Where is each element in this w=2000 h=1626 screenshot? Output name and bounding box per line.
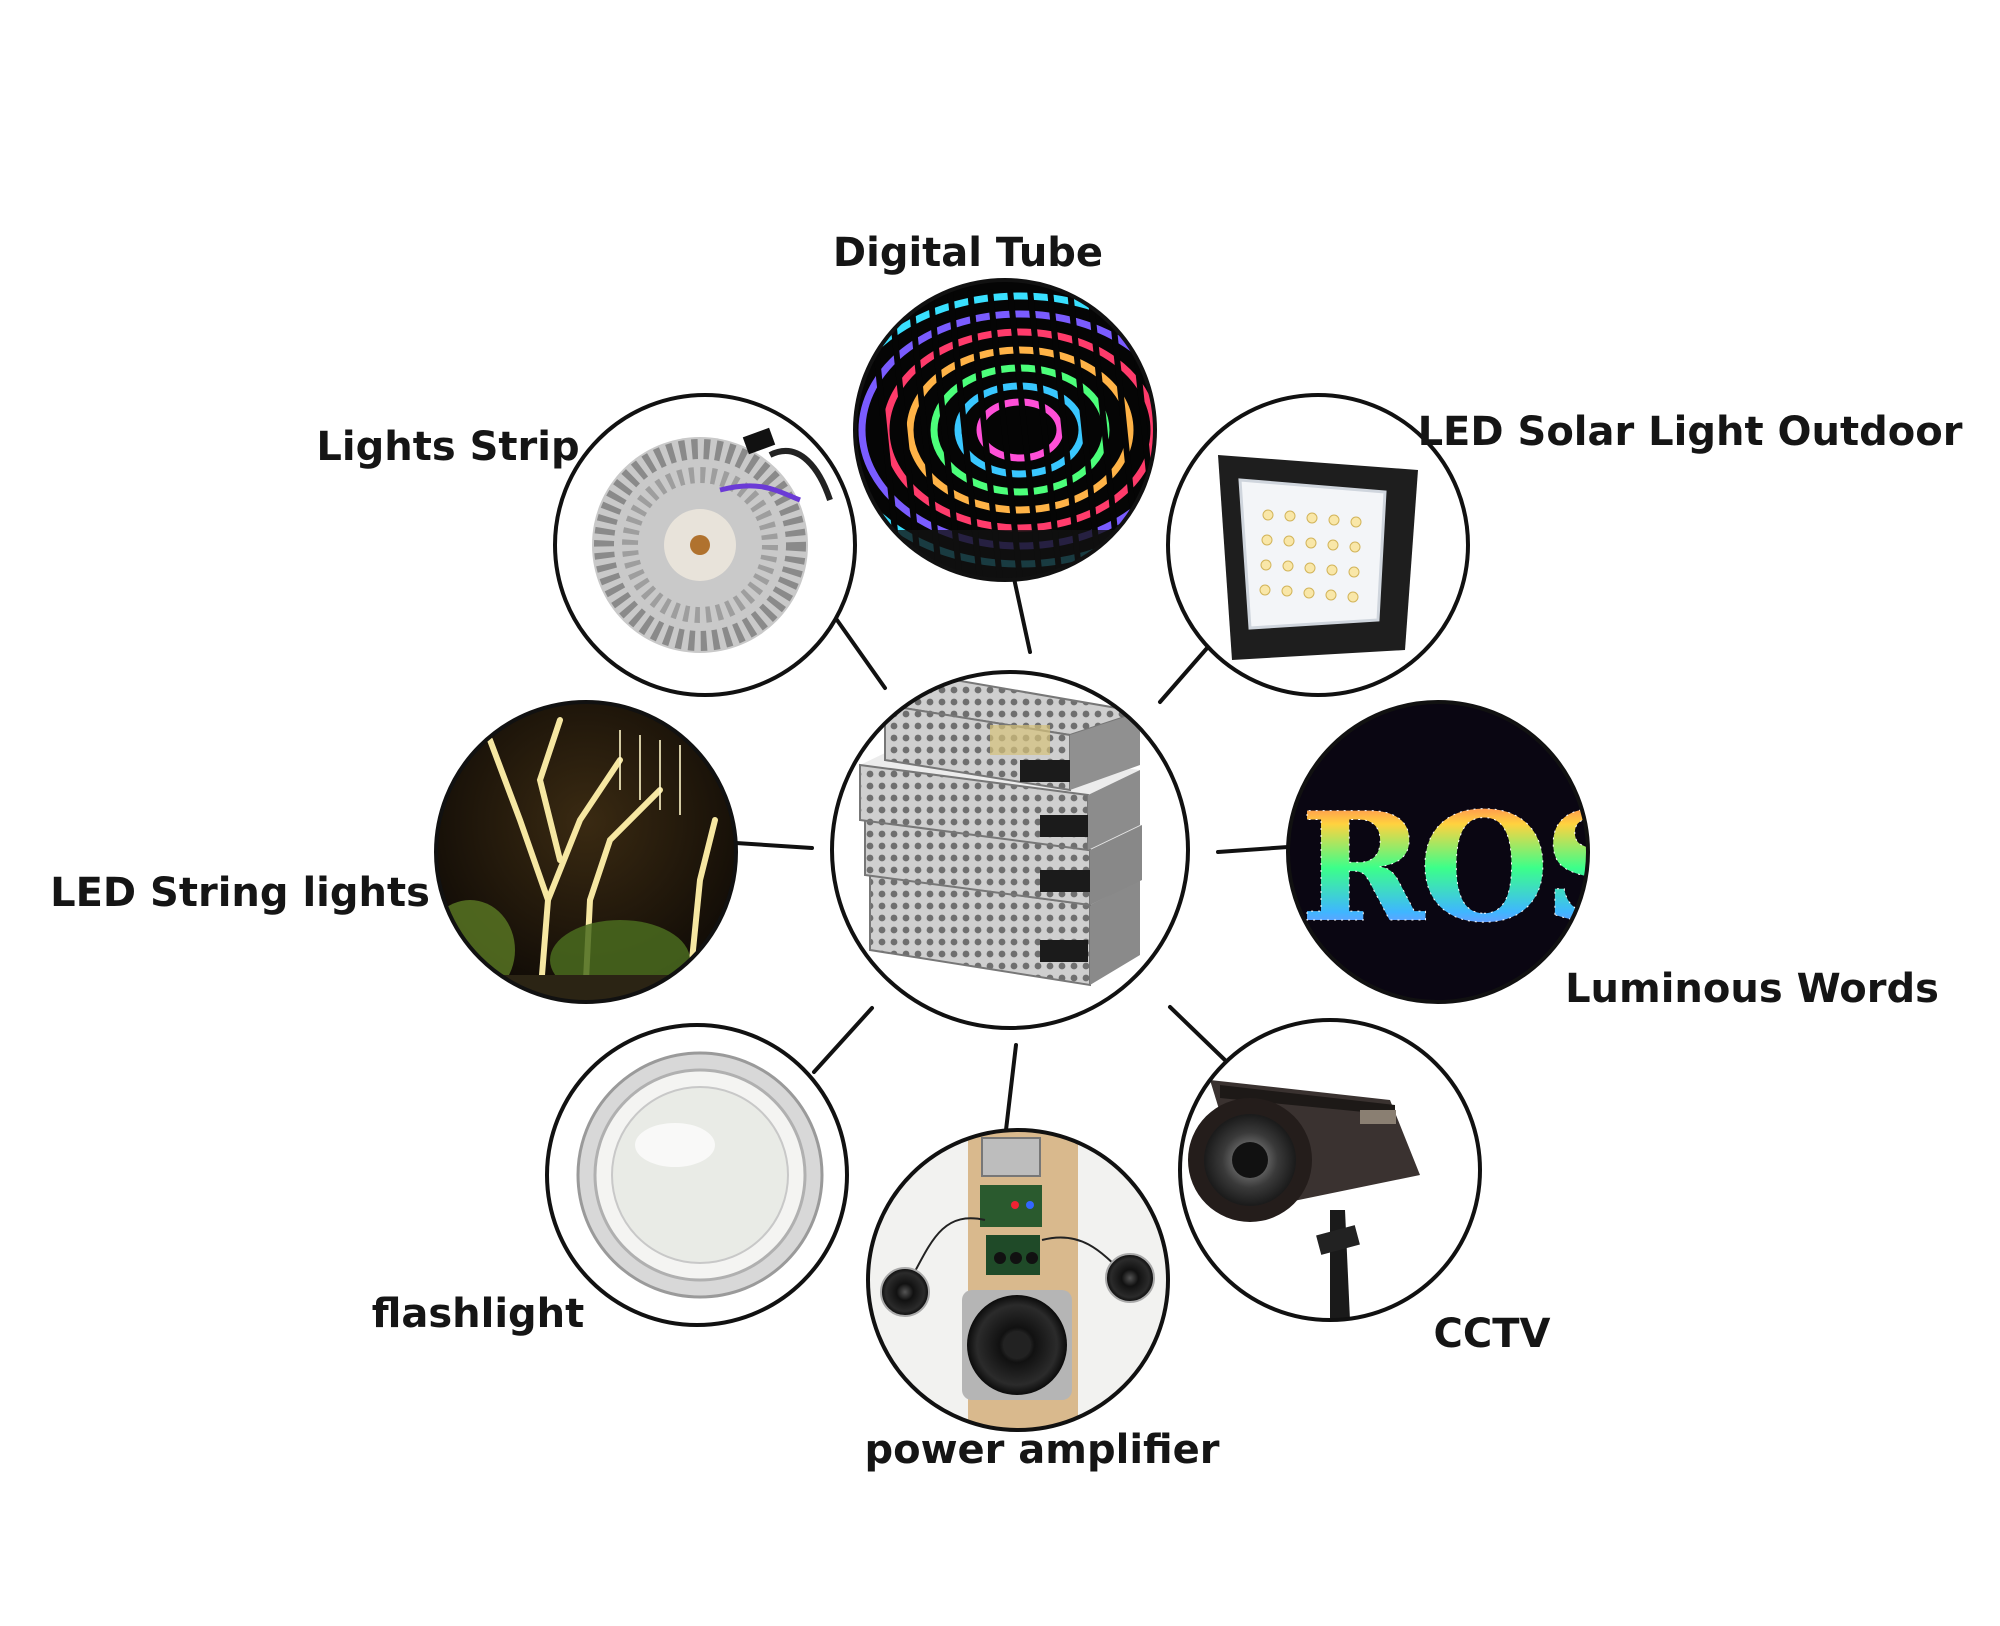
- label-luminous-words: Luminous Words: [1565, 966, 1939, 1012]
- connector-flashlight: [812, 1006, 874, 1074]
- label-lights-strip: Lights Strip: [316, 424, 579, 470]
- node-cctv: CCTV: [1178, 1018, 1551, 1357]
- connector-lights-strip: [835, 618, 887, 690]
- connector-power-amplifier: [1004, 1043, 1018, 1132]
- connector-led-string: [734, 841, 814, 850]
- label-power-amplifier: power amplifier: [864, 1427, 1219, 1473]
- node-led-solar-light: LED Solar Light Outdoor: [1166, 393, 1963, 697]
- luminous-letters: ROSEG: [1300, 780, 1876, 956]
- node-power-amplifier: power amplifier: [864, 1128, 1220, 1473]
- label-led-solar-light: LED Solar Light Outdoor: [1418, 409, 1963, 455]
- label-digital-tube: Digital Tube: [833, 230, 1103, 276]
- power-amplifier-image: [868, 1130, 1168, 1430]
- digital-tube-image: [855, 280, 1155, 580]
- node-led-string-lights: LED String lights: [50, 700, 738, 1004]
- label-flashlight: flashlight: [372, 1291, 585, 1337]
- power-supply-stack: [859, 678, 1142, 987]
- flashlight-image: [547, 1025, 847, 1325]
- label-cctv: CCTV: [1434, 1311, 1551, 1357]
- connector-luminous-words: [1216, 845, 1290, 854]
- cctv-image: [1180, 1020, 1480, 1320]
- label-led-string-lights: LED String lights: [50, 870, 430, 916]
- node-flashlight: flashlight: [372, 1023, 849, 1337]
- node-lights-strip: Lights Strip: [316, 393, 857, 697]
- led-solar-light-image: [1168, 395, 1468, 695]
- connector-lines: [734, 558, 1290, 1132]
- connector-cctv: [1168, 1005, 1230, 1065]
- connector-led-solar: [1158, 645, 1210, 704]
- node-digital-tube: Digital Tube: [833, 230, 1157, 582]
- lights-strip-image: [555, 395, 855, 695]
- luminous-words-image: ROSEG: [1288, 702, 1876, 1002]
- node-luminous-words: ROSEG Luminous Words: [1286, 700, 1939, 1012]
- center-power-supply: [830, 670, 1190, 1030]
